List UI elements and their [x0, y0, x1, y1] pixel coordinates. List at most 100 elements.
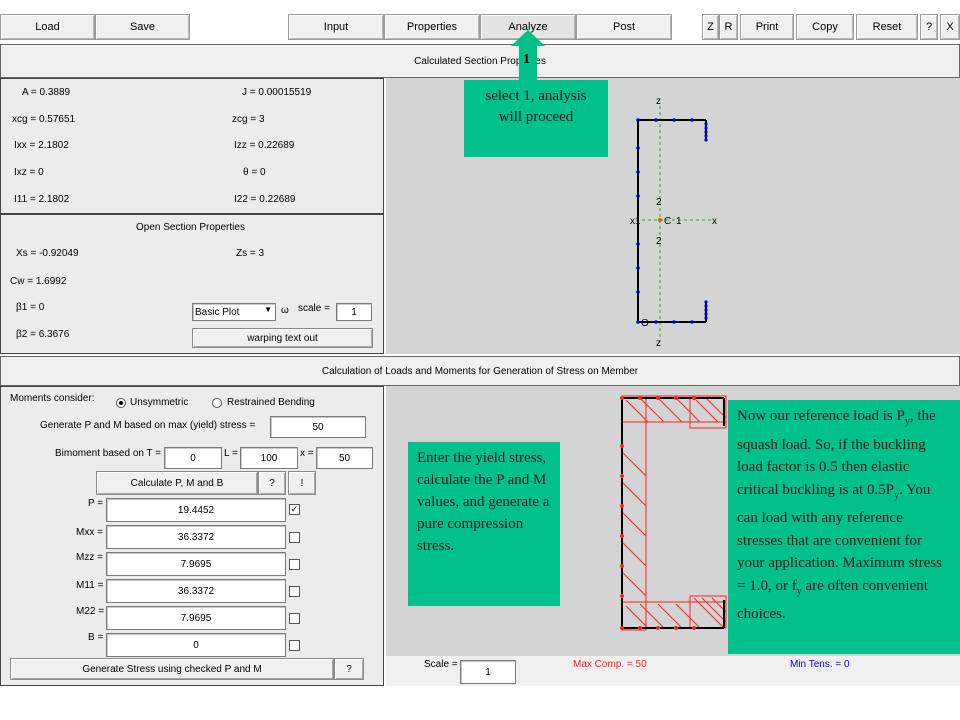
generate-stress-button[interactable]: Generate Stress using checked P and M: [10, 658, 334, 680]
unsymmetric-label: Unsymmetric: [130, 397, 189, 408]
yield-callout: Enter the yield stress, calculate the P …: [408, 442, 560, 606]
calc-warning-button[interactable]: !: [288, 471, 316, 495]
prop-cw: Cw = 1.6992: [10, 276, 67, 287]
unsymmetric-radio[interactable]: [116, 398, 126, 408]
centroid-label: C: [664, 216, 671, 227]
m11-label: M11 =: [76, 580, 104, 591]
l-input[interactable]: 100: [240, 447, 298, 469]
prop-i11: I11 = 2.1802: [14, 194, 70, 205]
stress-scale-input[interactable]: 1: [460, 660, 516, 684]
prop-i22: I22 = 0.22689: [234, 194, 296, 205]
l-label: L =: [224, 448, 238, 459]
load-button[interactable]: Load: [0, 14, 95, 40]
open-section-header: Open Section Properties: [136, 222, 245, 233]
prop-beta1: β1 = 0: [16, 302, 45, 313]
min-tens-label: Min Tens. = 0: [790, 659, 850, 670]
step-arrow-up-icon: [511, 30, 545, 46]
scale-input[interactable]: 1: [336, 303, 372, 321]
generate-pm-label: Generate P and M based on max (yield) st…: [40, 420, 256, 431]
mxx-checkbox[interactable]: [289, 532, 300, 543]
properties-button[interactable]: Properties: [384, 14, 480, 40]
save-button[interactable]: Save: [95, 14, 190, 40]
restrained-bending-radio[interactable]: [212, 398, 222, 408]
axis-2-top-label: 2: [656, 197, 662, 208]
x1-axis-label: x1: [630, 216, 641, 227]
input-button[interactable]: Input: [288, 14, 384, 40]
prop-izz: Izz = 0.22689: [234, 140, 295, 151]
scale-label: scale =: [298, 303, 330, 314]
warping-text-out-button[interactable]: warping text out: [192, 328, 373, 348]
stress-scale-label: Scale =: [424, 659, 458, 670]
mzz-checkbox[interactable]: [289, 559, 300, 570]
x-axis-label: x: [712, 216, 717, 227]
calc-help-button[interactable]: ?: [258, 471, 286, 495]
axis-1-label: 1: [676, 216, 682, 227]
moments-consider-label: Moments consider:: [10, 393, 95, 404]
section-properties-header: Calculated Section Properties: [0, 44, 960, 78]
prop-zcg: zcg = 3: [232, 114, 265, 125]
max-comp-label: Max Comp. = 50: [573, 659, 647, 670]
m22-label: M22 =: [76, 606, 105, 617]
restrained-bending-label: Restrained Bending: [227, 397, 315, 408]
m22-input[interactable]: 7.9695: [106, 606, 286, 630]
prop-xcg: xcg = 0.57651: [12, 114, 76, 125]
b-input[interactable]: 0: [106, 633, 286, 657]
ref-sub-c: y: [796, 585, 802, 597]
reset-button[interactable]: Reset: [856, 14, 918, 40]
p-label: P =: [88, 498, 104, 509]
b-checkbox[interactable]: [289, 640, 300, 651]
m11-checkbox[interactable]: [289, 586, 300, 597]
x-input[interactable]: 50: [316, 447, 373, 469]
stress-distribution-plot: [620, 395, 727, 631]
m22-checkbox[interactable]: [289, 613, 300, 624]
close-button[interactable]: X: [940, 14, 960, 40]
omega-label: ω: [281, 305, 289, 316]
step-number: 1: [523, 52, 530, 67]
mxx-input[interactable]: 36.3372: [106, 525, 286, 549]
ref-text-b: , the squash load. So, if the buckling l…: [737, 408, 936, 498]
z-button[interactable]: Z: [702, 14, 719, 40]
bimoment-label: Bimoment based on T =: [55, 448, 162, 459]
prop-xs: Xs = -0.92049: [16, 248, 79, 259]
ref-text-c: . You can load with any reference stress…: [737, 481, 942, 594]
chevron-down-icon: ▼: [264, 305, 272, 314]
ref-text-d: are often convenient choices.: [737, 577, 928, 623]
b-label: B =: [88, 632, 104, 643]
loads-header: Calculation of Loads and Moments for Gen…: [0, 356, 960, 386]
prop-ixx: Ixx = 2.1802: [14, 140, 69, 151]
prop-beta2: β2 = 6.3676: [16, 329, 70, 340]
print-button[interactable]: Print: [740, 14, 794, 40]
ref-text-a: Now our reference load is P: [737, 408, 905, 424]
ref-sub-b: y: [894, 489, 900, 501]
prop-theta: θ = 0: [243, 167, 266, 178]
plot-type-value: Basic Plot: [195, 306, 240, 318]
t-input[interactable]: 0: [164, 447, 222, 469]
z-axis-top-label: z: [656, 96, 661, 107]
plot-type-select[interactable]: Basic Plot ▼: [192, 303, 276, 321]
generate-help-button[interactable]: ?: [334, 658, 364, 680]
calculate-pmb-button[interactable]: Calculate P, M and B: [96, 471, 258, 495]
post-button[interactable]: Post: [576, 14, 672, 40]
r-button[interactable]: R: [719, 14, 738, 40]
x-label: x =: [300, 448, 314, 459]
m11-input[interactable]: 36.3372: [106, 579, 286, 603]
shear-center-label: O: [641, 318, 649, 329]
select-callout: select 1, analysis will proceed: [464, 80, 608, 157]
step-arrow-stem: [519, 45, 537, 80]
yield-stress-input[interactable]: 50: [270, 416, 366, 438]
ref-sub-a: y: [904, 416, 910, 427]
prop-zs: Zs = 3: [236, 248, 265, 259]
mxx-label: Mxx =: [76, 527, 103, 538]
prop-j: J = 0.00015519: [242, 87, 312, 98]
help-button[interactable]: ?: [920, 14, 938, 40]
mzz-input[interactable]: 7.9695: [106, 552, 286, 576]
p-checkbox[interactable]: ✓: [289, 504, 300, 515]
reference-load-callout: Now our reference load is Py, the squash…: [728, 400, 960, 654]
p-input[interactable]: 19.4452: [106, 498, 286, 522]
mzz-label: Mzz =: [76, 552, 103, 563]
prop-ixz: Ixz = 0: [14, 167, 44, 178]
prop-a: A = 0.3889: [22, 87, 71, 98]
z-axis-bottom-label: z: [656, 338, 661, 349]
section-properties-panel: [0, 78, 384, 214]
copy-button[interactable]: Copy: [796, 14, 854, 40]
